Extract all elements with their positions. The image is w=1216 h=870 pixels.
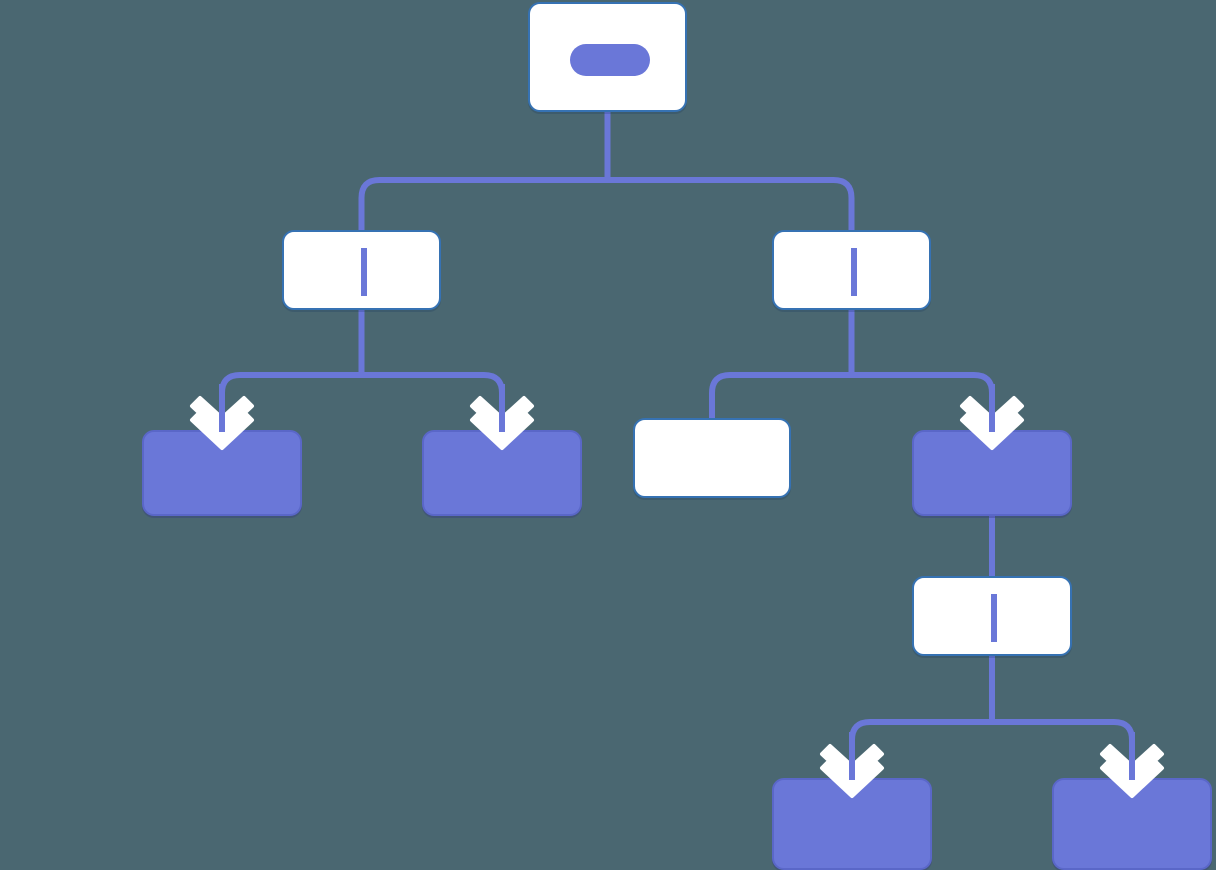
node-connector-passthrough	[361, 248, 367, 296]
leaf-node-5[interactable]	[1052, 778, 1212, 870]
node-connector-passthrough	[991, 594, 997, 642]
empty-node[interactable]	[633, 418, 791, 498]
leaf-node-3[interactable]	[912, 430, 1072, 516]
root-node[interactable]	[528, 2, 687, 112]
branch-node-lower[interactable]	[912, 576, 1072, 656]
node-connector-passthrough	[851, 248, 857, 296]
node-pill-placeholder	[570, 44, 650, 76]
leaf-node-4[interactable]	[772, 778, 932, 870]
branch-node-right[interactable]	[772, 230, 931, 310]
leaf-node-1[interactable]	[142, 430, 302, 516]
leaf-node-2[interactable]	[422, 430, 582, 516]
branch-node-left[interactable]	[282, 230, 441, 310]
